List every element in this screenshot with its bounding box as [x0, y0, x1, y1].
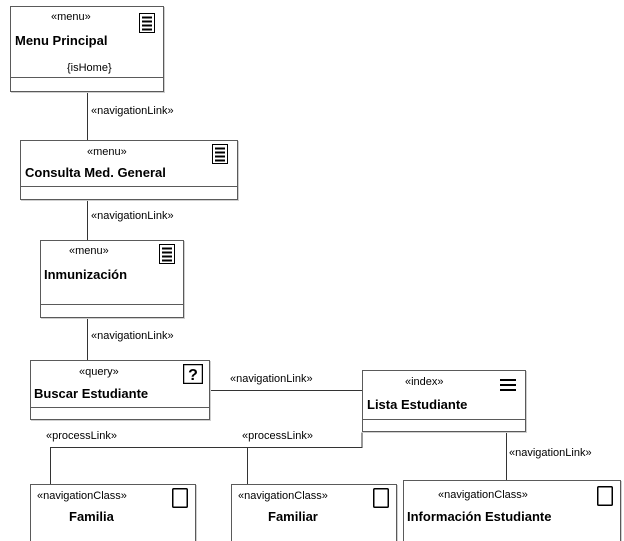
node-menu-principal[interactable]: «menu» Menu Principal {isHome}: [10, 6, 164, 92]
node-stereotype: «index»: [405, 376, 444, 388]
edge-label-process-link: «processLink»: [242, 430, 313, 442]
node-title: Lista Estudiante: [367, 397, 468, 412]
node-lista-estudiante[interactable]: «index» Lista Estudiante: [362, 370, 526, 432]
node-stereotype: «navigationClass»: [238, 490, 328, 502]
edge-label-navigation-link: «navigationLink»: [230, 373, 313, 385]
edge-label-navigation-link: «navigationLink»: [91, 330, 174, 342]
node-stereotype: «query»: [79, 366, 119, 378]
node-divider: [41, 304, 183, 305]
node-buscar-estudiante[interactable]: «query» Buscar Estudiante ?: [30, 360, 210, 420]
menu-list-icon: [159, 244, 175, 264]
edge-process-to-familia: [50, 432, 363, 484]
page-icon: [172, 488, 188, 508]
page-icon: [373, 488, 389, 508]
node-title: Menu Principal: [15, 33, 108, 48]
svg-text:?: ?: [188, 367, 198, 384]
node-tag: {isHome}: [67, 62, 112, 74]
menu-list-icon: [212, 144, 228, 164]
node-informacion-estudiante[interactable]: «navigationClass» Información Estudiante: [403, 480, 621, 541]
node-familiar[interactable]: «navigationClass» Familiar: [231, 484, 397, 541]
node-title: Consulta Med. General: [25, 165, 166, 180]
node-divider: [21, 186, 237, 187]
index-lines-icon: [500, 379, 516, 391]
node-divider: [31, 407, 209, 408]
edge-label-process-link: «processLink»: [46, 430, 117, 442]
edge-label-navigation-link: «navigationLink»: [91, 210, 174, 222]
node-title: Familia: [69, 509, 114, 524]
node-title: Familiar: [268, 509, 318, 524]
node-stereotype: «navigationClass»: [37, 490, 127, 502]
node-stereotype: «menu»: [51, 11, 91, 23]
node-stereotype: «menu»: [69, 245, 109, 257]
node-consulta-med-general[interactable]: «menu» Consulta Med. General: [20, 140, 238, 200]
menu-list-icon: [139, 13, 155, 33]
question-box-icon: ?: [183, 364, 203, 384]
node-stereotype: «menu»: [87, 146, 127, 158]
node-stereotype: «navigationClass»: [438, 489, 528, 501]
node-title: Inmunización: [44, 267, 128, 282]
edge-label-navigation-link: «navigationLink»: [509, 447, 592, 459]
node-divider: [11, 77, 163, 78]
node-divider: [363, 419, 525, 420]
node-inmunizacion[interactable]: «menu» Inmunización: [40, 240, 184, 318]
node-familia[interactable]: «navigationClass» Familia: [30, 484, 196, 541]
node-title: Buscar Estudiante: [34, 386, 149, 401]
page-icon: [597, 486, 613, 506]
node-title: Información Estudiante: [407, 509, 552, 524]
edge-label-navigation-link: «navigationLink»: [91, 105, 174, 117]
